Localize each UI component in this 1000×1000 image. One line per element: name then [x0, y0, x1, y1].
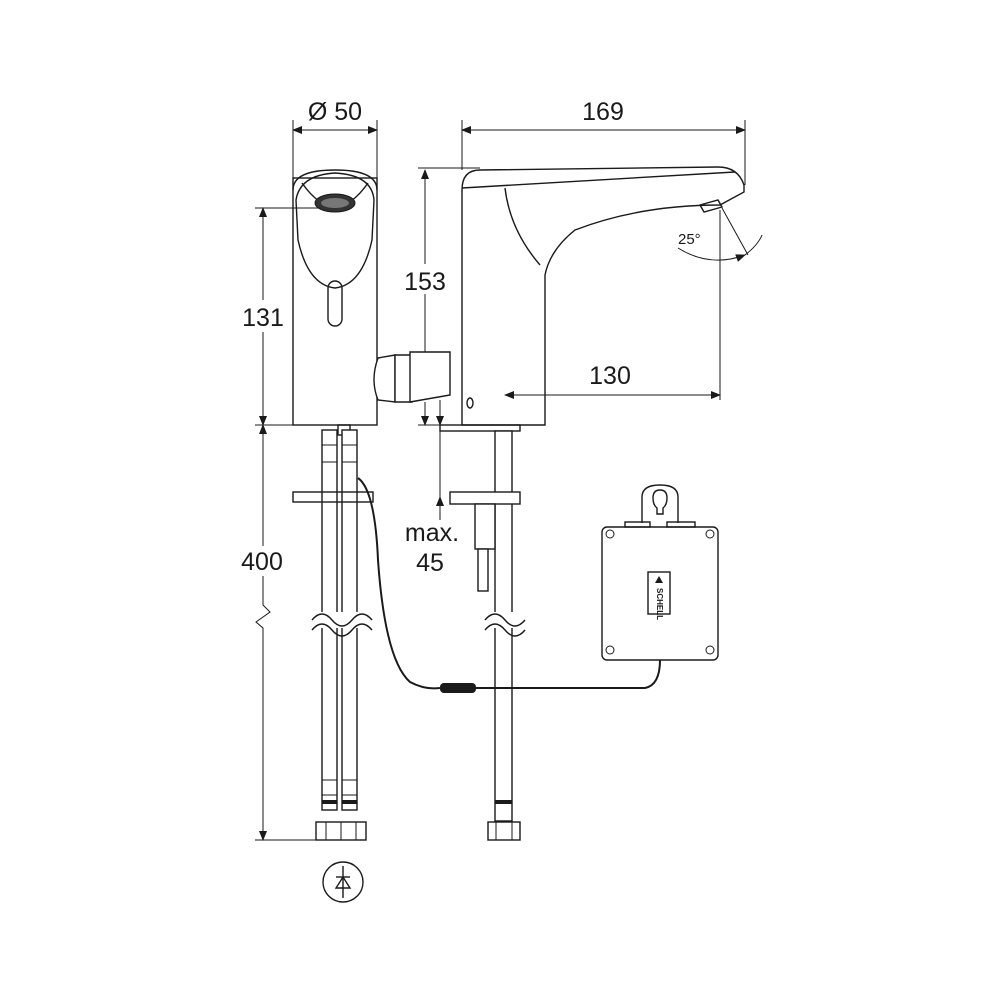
dim-front-height: 131 [242, 304, 284, 332]
dim-max-label: max. [405, 519, 459, 547]
dim-height: 153 [404, 268, 446, 296]
side-view: 169 153 130 25° max. 45 [373, 98, 763, 841]
cable-connector [440, 683, 476, 693]
front-view: Ø 50 131 400 [232, 98, 378, 903]
front-body [292, 177, 378, 426]
supply-hoses [292, 424, 374, 841]
dim-max-value: 45 [416, 549, 444, 577]
sensor-hood [295, 172, 375, 289]
control-box: SCHELL [601, 484, 719, 661]
dim-total-length: 169 [582, 98, 624, 126]
spout-body [461, 166, 745, 426]
check-valve-symbol [322, 861, 364, 903]
mounting-plate [449, 491, 521, 505]
dim-reach: 130 [589, 362, 631, 390]
sensor-cable [357, 477, 661, 693]
sensor-window [327, 280, 343, 327]
dim-angle: 25° [678, 231, 701, 248]
dim-hose-length: 400 [241, 548, 283, 576]
dim-diameter: Ø 50 [308, 98, 362, 126]
box-logo: SCHELL [655, 588, 664, 620]
